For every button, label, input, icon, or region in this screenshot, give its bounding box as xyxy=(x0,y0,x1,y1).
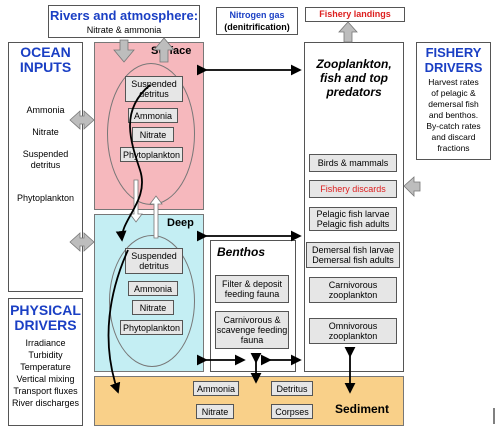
carnivorous-zooplankton-box: Carnivorous zooplankton xyxy=(309,277,397,303)
fishery-drivers-line6: and discard xyxy=(431,132,476,142)
zooplankton-title-line2: fish and top xyxy=(320,71,388,85)
sediment-corpses: Corpses xyxy=(271,404,313,419)
deep-label: Deep xyxy=(167,217,194,229)
fishery-drivers-title-line1: FISHERY xyxy=(425,45,482,60)
rivers-atmosphere-box: Rivers and atmosphere: Nitrate & ammonia xyxy=(48,5,200,38)
deep-nitrate: Nitrate xyxy=(132,300,174,315)
fishery-discards-box: Fishery discards xyxy=(309,180,397,198)
demersal-larvae-label: Demersal fish larvae xyxy=(311,245,395,255)
gray-arrow-landings-up xyxy=(338,21,358,43)
nitrogen-title: Nitrogen gas xyxy=(229,10,285,20)
fishery-drivers-line2: of pelagic & xyxy=(431,88,476,98)
physical-drivers-title-line2: DRIVERS xyxy=(14,317,77,333)
physical-drivers-panel: PHYSICAL DRIVERS Irradiance Turbidity Te… xyxy=(8,298,83,426)
fishery-drivers-title-line2: DRIVERS xyxy=(424,60,483,75)
pelagic-fish-box: Pelagic fish larvae Pelagic fish adults xyxy=(309,207,397,231)
benthos-carnivorous-scavenge: Carnivorous & scavenge feeding fauna xyxy=(215,311,289,349)
sediment-detritus: Detritus xyxy=(271,381,313,396)
carnivorous-line1: Carnivorous xyxy=(328,280,378,290)
surface-ammonia: Ammonia xyxy=(128,108,178,123)
ocean-input-ammonia: Ammonia xyxy=(26,105,65,115)
physical-drivers-list: Irradiance Turbidity Temperature Vertica… xyxy=(9,337,82,409)
fishery-landings-box: Fishery landings xyxy=(305,7,405,22)
fishery-drivers-line3: demersal fish xyxy=(428,99,479,109)
surface-suspended-detritus: Suspended detritus xyxy=(125,76,183,102)
sediment-layer: Sediment xyxy=(94,376,404,426)
zooplankton-title: Zooplankton, fish and top predators xyxy=(305,57,403,99)
benthos-panel: Benthos xyxy=(210,240,296,372)
benthos-filter-line1: Filter & deposit xyxy=(221,279,283,289)
nitrogen-subtitle: (denitrification) xyxy=(224,22,290,32)
ocean-input-phytoplankton: Phytoplankton xyxy=(16,193,75,203)
deep-phytoplankton: Phytoplankton xyxy=(120,320,183,335)
demersal-fish-box: Demersal fish larvae Demersal fish adult… xyxy=(306,242,400,268)
driver-transport-fluxes: Transport fluxes xyxy=(13,386,78,396)
ocean-inputs-title-line1: OCEAN xyxy=(20,44,71,60)
driver-temperature: Temperature xyxy=(20,362,71,372)
sediment-ammonia: Ammonia xyxy=(193,381,239,396)
rivers-subtitle: Nitrate & ammonia xyxy=(86,25,162,35)
zooplankton-title-line1: Zooplankton, xyxy=(316,57,392,71)
ocean-input-suspended-detritus: Suspended detritus xyxy=(22,149,69,170)
driver-river-discharges: River discharges xyxy=(11,398,80,408)
driver-turbidity: Turbidity xyxy=(28,350,63,360)
omnivorous-line1: Omnivorous xyxy=(328,321,378,331)
surface-label: Surface xyxy=(151,45,192,57)
fishery-drivers-text: Harvest rates of pelagic & demersal fish… xyxy=(417,77,490,154)
benthos-filter-line2: feeding fauna xyxy=(224,289,280,299)
fishery-landings-label: Fishery landings xyxy=(319,9,391,19)
physical-drivers-title: PHYSICAL DRIVERS xyxy=(9,303,82,333)
pelagic-larvae-label: Pelagic fish larvae xyxy=(316,209,390,219)
zooplankton-title-line3: predators xyxy=(326,85,382,99)
fishery-drivers-line1: Harvest rates xyxy=(428,77,479,87)
driver-vertical-mixing: Vertical mixing xyxy=(16,374,75,384)
birds-mammals-box: Birds & mammals xyxy=(309,154,397,172)
omnivorous-zooplankton-box: Omnivorous zooplankton xyxy=(309,318,397,344)
surface-layer: Surface xyxy=(94,42,204,210)
benthos-carn-line2: scavenge feeding xyxy=(216,325,288,335)
fishery-drivers-line5: By-catch rates xyxy=(426,121,481,131)
sediment-label: Sediment xyxy=(335,402,390,416)
demersal-adults-label: Demersal fish adults xyxy=(312,255,394,265)
benthos-title: Benthos xyxy=(217,245,265,259)
fishery-drivers-title: FISHERY DRIVERS xyxy=(417,45,490,75)
gray-arrow-fishery-discards xyxy=(403,176,421,197)
benthos-carn-line3: fauna xyxy=(240,335,264,345)
deep-suspended-detritus: Suspended detritus xyxy=(125,248,183,274)
pelagic-adults-label: Pelagic fish adults xyxy=(316,219,390,229)
fishery-drivers-line7: fractions xyxy=(437,143,470,153)
benthos-carn-line1: Carnivorous & xyxy=(223,315,281,325)
physical-drivers-title-line1: PHYSICAL xyxy=(10,302,81,318)
ocean-inputs-title: OCEAN INPUTS xyxy=(9,45,82,75)
driver-irradiance: Irradiance xyxy=(25,338,66,348)
surface-nitrate: Nitrate xyxy=(132,127,174,142)
ocean-inputs-panel: OCEAN INPUTS Ammonia Nitrate Suspended d… xyxy=(8,42,83,292)
nitrogen-gas-box: Nitrogen gas (denitrification) xyxy=(216,7,298,35)
rivers-title: Rivers and atmosphere: xyxy=(49,8,199,23)
deep-ammonia: Ammonia xyxy=(128,281,178,296)
surface-phytoplankton: Phytoplankton xyxy=(120,147,183,162)
ocean-input-nitrate: Nitrate xyxy=(32,127,59,137)
ocean-inputs-title-line2: INPUTS xyxy=(19,59,72,75)
sediment-nitrate: Nitrate xyxy=(196,404,234,419)
omnivorous-line2: zooplankton xyxy=(328,331,378,341)
fishery-drivers-panel: FISHERY DRIVERS Harvest rates of pelagic… xyxy=(416,42,491,160)
fishery-drivers-line4: and benthos. xyxy=(428,110,479,120)
benthos-filter-deposit: Filter & deposit feeding fauna xyxy=(215,275,289,303)
carnivorous-line2: zooplankton xyxy=(328,290,378,300)
